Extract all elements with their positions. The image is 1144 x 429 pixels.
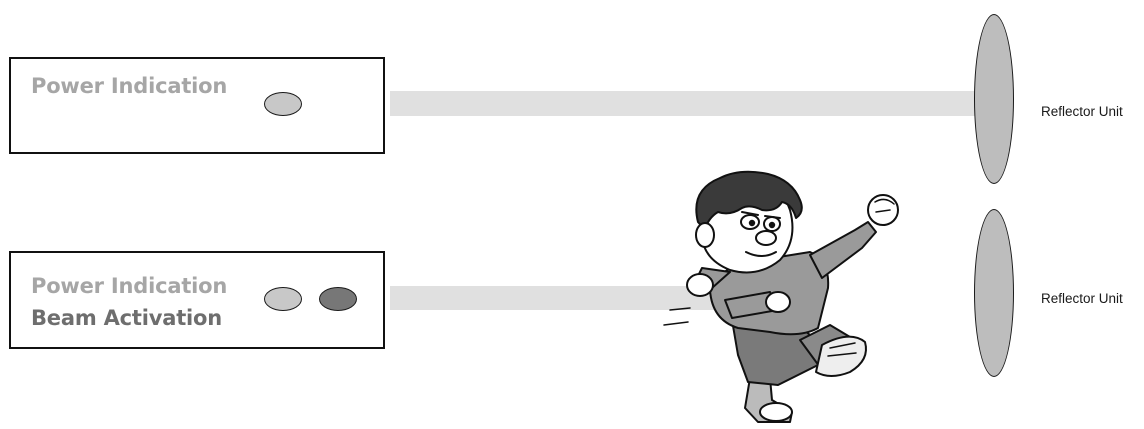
beam-activation-label: Beam Activation bbox=[31, 306, 223, 330]
emitter-panel-bottom: Power Indication Beam Activation bbox=[9, 251, 385, 349]
power-indication-label: Power Indication bbox=[31, 274, 228, 298]
reflector-unit-label-top: Reflector Unit bbox=[1041, 104, 1123, 119]
beam-path-bottom-blocked bbox=[390, 286, 720, 310]
beam-activation-indicator-light bbox=[319, 287, 357, 311]
reflector-unit-label-bottom: Reflector Unit bbox=[1041, 291, 1123, 306]
reflector-unit-bottom bbox=[974, 209, 1014, 377]
reflector-unit-top bbox=[974, 14, 1014, 184]
emitter-panel-top: Power Indication bbox=[9, 57, 385, 154]
beam-path-top bbox=[390, 91, 983, 116]
jumping-boy-cartoon-icon bbox=[663, 170, 899, 423]
power-indicator-light bbox=[264, 92, 302, 116]
power-indication-label: Power Indication bbox=[31, 74, 228, 98]
power-indicator-light bbox=[264, 287, 302, 311]
